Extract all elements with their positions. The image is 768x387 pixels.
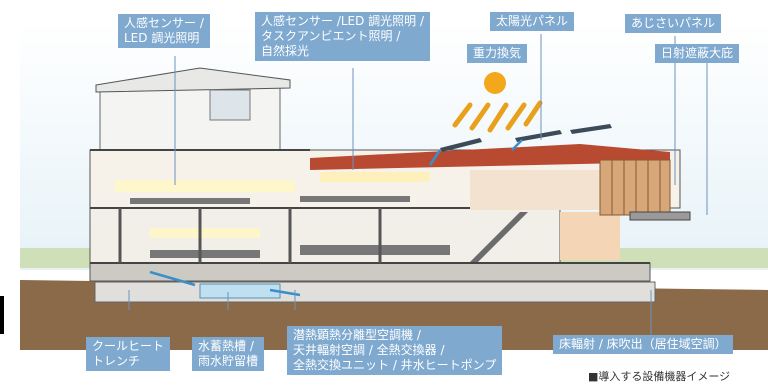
label-line: 雨水貯留槽 [198,354,259,368]
label-line: 全熱交換ユニット / 井水ヒートポンプ [293,358,497,372]
label-sensor-led-center: 人感センサー /LED 調光照明 / タスクアンビエント照明 / 自然採光 [255,12,431,61]
label-line: 太陽光パネル [496,14,569,28]
label-solar-panel: 太陽光パネル [490,12,575,31]
label-hvac-systems: 潜熱顕熱分離型空調機 / 天井輻射空調 / 全熱交換器 / 全熱交換ユニット /… [287,326,503,375]
label-line: 床輻射 / 床吹出（居住域空調） [559,337,727,351]
label-line: 重力換気 [473,46,522,60]
label-cool-heat-trench: クールヒート トレンチ [86,337,171,371]
caption: ■導入する設備機器イメージ [588,370,731,383]
label-line: 日射遮蔽大庇 [661,46,734,60]
label-ajisai-panel: あじさいパネル [625,14,722,33]
label-line: 人感センサー /LED 調光照明 / [261,14,425,28]
label-sensor-led-left: 人感センサー / LED 調光照明 [118,14,210,48]
building [89,67,691,303]
label-line: 潜熱顕熱分離型空調機 / [293,328,421,342]
label-line: クールヒート [92,339,165,353]
section-marker [0,296,4,334]
label-line: 人感センサー / [124,16,204,30]
label-line: 水蓄熱槽 / [198,339,254,353]
sun-icon [484,72,506,94]
label-water-tanks: 水蓄熱槽 / 雨水貯留槽 [192,337,265,371]
label-line: トレンチ [92,354,141,368]
label-line: 自然採光 [261,44,310,58]
label-line: あじさいパネル [631,16,716,30]
label-floor-radiant: 床輻射 / 床吹出（居住域空調） [553,335,733,354]
label-line: タスクアンビエント照明 / [261,29,401,43]
label-sun-shade-eaves: 日射遮蔽大庇 [655,44,740,63]
label-line: LED 調光照明 [124,31,200,45]
label-line: 天井輻射空調 / 全熱交換器 / [293,343,445,357]
label-gravity-ventilation: 重力換気 [467,44,528,63]
